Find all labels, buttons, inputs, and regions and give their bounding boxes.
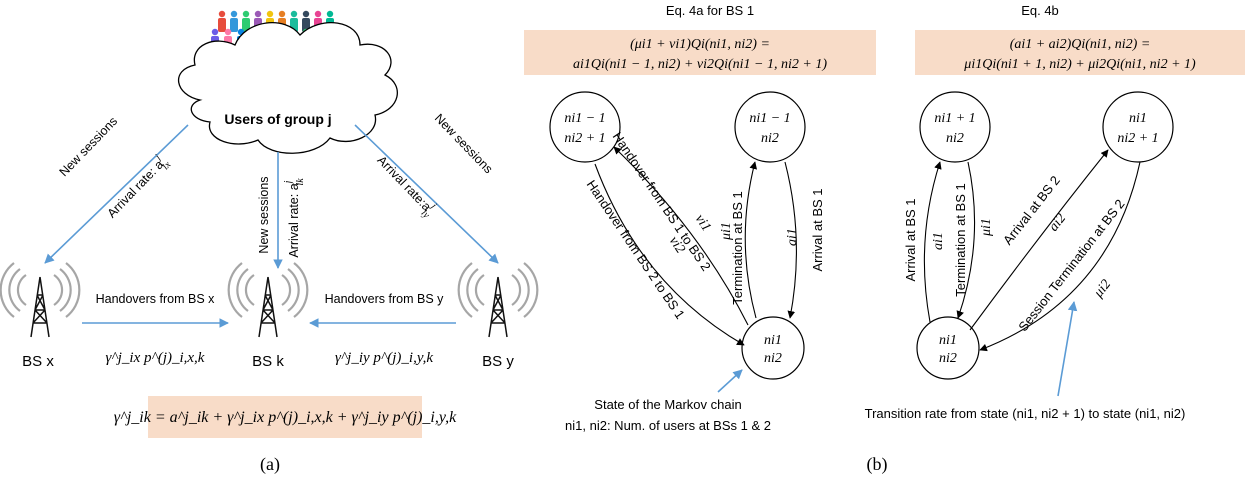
- handover-from-bs-x-label: Handovers from BS x: [96, 292, 216, 306]
- eq4a-line1: (μi1 + νi1)Qi(ni1, ni2) =: [630, 37, 770, 52]
- rate-mu-i1: μi1: [719, 222, 734, 241]
- rate2-a-i2: ai2: [1046, 211, 1069, 234]
- label-arrival-bs1: Arrival at BS 1: [810, 188, 825, 271]
- user-figure-body: [242, 18, 250, 32]
- bs-y-label: BS y: [482, 353, 514, 370]
- user-figure-head: [242, 10, 250, 18]
- state-top-right-line2: ni2: [761, 131, 779, 146]
- right-new-sessions: New sessions: [432, 111, 496, 176]
- panel-b: Eq. 4a for BS 1 (μi1 + νi1)Qi(ni1, ni2) …: [524, 3, 1245, 475]
- transition-rate-label: Transition rate from state (ni1, ni2 + 1…: [865, 406, 1186, 421]
- user-figure-head: [290, 10, 298, 18]
- eq4a-box: [524, 30, 876, 75]
- state2-top-right-line1: ni1: [1129, 111, 1147, 126]
- eq4a-line2: ai1Qi(ni1 − 1, ni2) + νi2Qi(ni1 − 1, ni2…: [573, 57, 827, 72]
- state-top-right-line1: ni1 − 1: [749, 111, 790, 126]
- state2-circle-bottom: [916, 316, 980, 380]
- state2-top-right-line2: ni2 + 1: [1117, 131, 1158, 146]
- label-termination-bs1: Termination at BS 1: [730, 191, 745, 304]
- user-figure-head: [266, 10, 274, 18]
- user-figure-head: [314, 10, 322, 18]
- gamma-y-expression: γ^j_iy p^(j)_i,y,k: [335, 350, 433, 366]
- transition-pointer-arrow: [1057, 301, 1078, 397]
- eq4b-line1: (ai1 + ai2)Qi(ni1, ni2) =: [1010, 37, 1151, 52]
- markov-pointer-arrow: [717, 369, 743, 393]
- user-figure-head: [302, 10, 310, 18]
- caption-b: (b): [867, 454, 888, 475]
- right-arrival-rate: Arrival rate:ajiy: [371, 150, 441, 221]
- user-figure-head: [218, 10, 226, 18]
- arrow-to-bs-x: [44, 124, 189, 264]
- bs-x-label: BS x: [22, 353, 54, 370]
- rate2-mu-i1: μi1: [979, 218, 994, 237]
- rate2-mu-i2: μi2: [1091, 277, 1114, 301]
- left-new-sessions: New sessions: [57, 114, 121, 179]
- handover-from-bs-y-label: Handovers from BS y: [325, 292, 445, 306]
- arrow-handover-2-to-1: [594, 163, 745, 346]
- eq4b-box: [915, 30, 1245, 75]
- state-circle-top-right: [734, 91, 806, 163]
- state2-bottom-line2: ni2: [939, 351, 957, 366]
- bs-k-tower-icon: [227, 262, 309, 338]
- arrow2-arrival-bs2: [969, 149, 1109, 331]
- state2-circle-top-left: [919, 91, 991, 163]
- gamma-equation: γ^j_ik = a^j_ik + γ^j_ix p^(j)_i,x,k + γ…: [114, 409, 457, 426]
- markov-state-label: State of the Markov chain: [594, 397, 741, 412]
- rate-nu-i1: νi1: [692, 212, 714, 235]
- cloud-label: Users of group j: [224, 111, 331, 127]
- state-top-left-line2: ni2 + 1: [564, 131, 605, 146]
- arrow-to-bs-y: [354, 124, 499, 264]
- arrow-handover-1-to-2: [613, 146, 749, 326]
- user-figure-head: [211, 28, 219, 36]
- left-arrival-rate: Arrival rate: ajix: [102, 151, 174, 224]
- user-figure-head: [326, 10, 334, 18]
- state-top-left-line1: ni1 − 1: [564, 111, 605, 126]
- user-figure-head: [278, 10, 286, 18]
- cloud-shape: [177, 22, 398, 154]
- rate2-a-i1: ai1: [931, 232, 946, 250]
- rate-a-i1: ai1: [785, 228, 800, 246]
- eq4b-line2: μi1Qi(ni1 + 1, ni2) + μi2Qi(ni1, ni2 + 1…: [963, 57, 1196, 72]
- state2-top-left-line2: ni2: [946, 131, 964, 146]
- label-handover-1-to-2: Handover from BS 1 to BS 2: [610, 129, 714, 273]
- label2-termination-bs1: Termination at BS 1: [953, 183, 968, 296]
- state-circle-bottom: [741, 316, 805, 380]
- user-figure-body: [230, 18, 238, 32]
- state-bottom-line2: ni2: [764, 351, 782, 366]
- state-bottom-line1: ni1: [764, 333, 782, 348]
- panel-a: Users of group j New sessions Arrival ra…: [0, 10, 539, 475]
- state2-top-left-line1: ni1 + 1: [934, 111, 975, 126]
- label2-arrival-bs2: Arrival at BS 2: [1000, 173, 1063, 248]
- state2-circle-top-right: [1102, 91, 1174, 163]
- user-figure-head: [254, 10, 262, 18]
- caption-a: (a): [260, 454, 280, 475]
- user-figure-head: [230, 10, 238, 18]
- arrow2-arrival-bs1: [923, 161, 942, 323]
- state-circle-top-left: [549, 91, 621, 163]
- gamma-x-expression: γ^j_ix p^(j)_i,x,k: [106, 350, 205, 366]
- user-figure-body: [218, 18, 226, 32]
- eq4a-title: Eq. 4a for BS 1: [666, 3, 754, 18]
- label2-arrival-bs1: Arrival at BS 1: [903, 198, 918, 281]
- arrow-termination: [744, 161, 758, 319]
- arrow2-termination-bs1: [956, 161, 976, 319]
- center-arrival-rate: Arrival rate: ajik: [283, 178, 306, 258]
- eq4b-title: Eq. 4b: [1021, 3, 1059, 18]
- bs-x-tower-icon: [0, 262, 81, 338]
- gamma-equation-box: [148, 396, 422, 438]
- arrow2-termination-bs2: [979, 161, 1141, 352]
- state2-bottom-line1: ni1: [939, 333, 957, 348]
- markov-state-desc: ni1, ni2: Num. of users at BSs 1 & 2: [565, 418, 771, 433]
- arrow-arrival: [784, 161, 797, 319]
- user-figure-head: [224, 28, 232, 36]
- bs-y-tower-icon: [457, 262, 539, 338]
- center-new-sessions: New sessions: [257, 176, 271, 253]
- bs-k-label: BS k: [252, 353, 284, 370]
